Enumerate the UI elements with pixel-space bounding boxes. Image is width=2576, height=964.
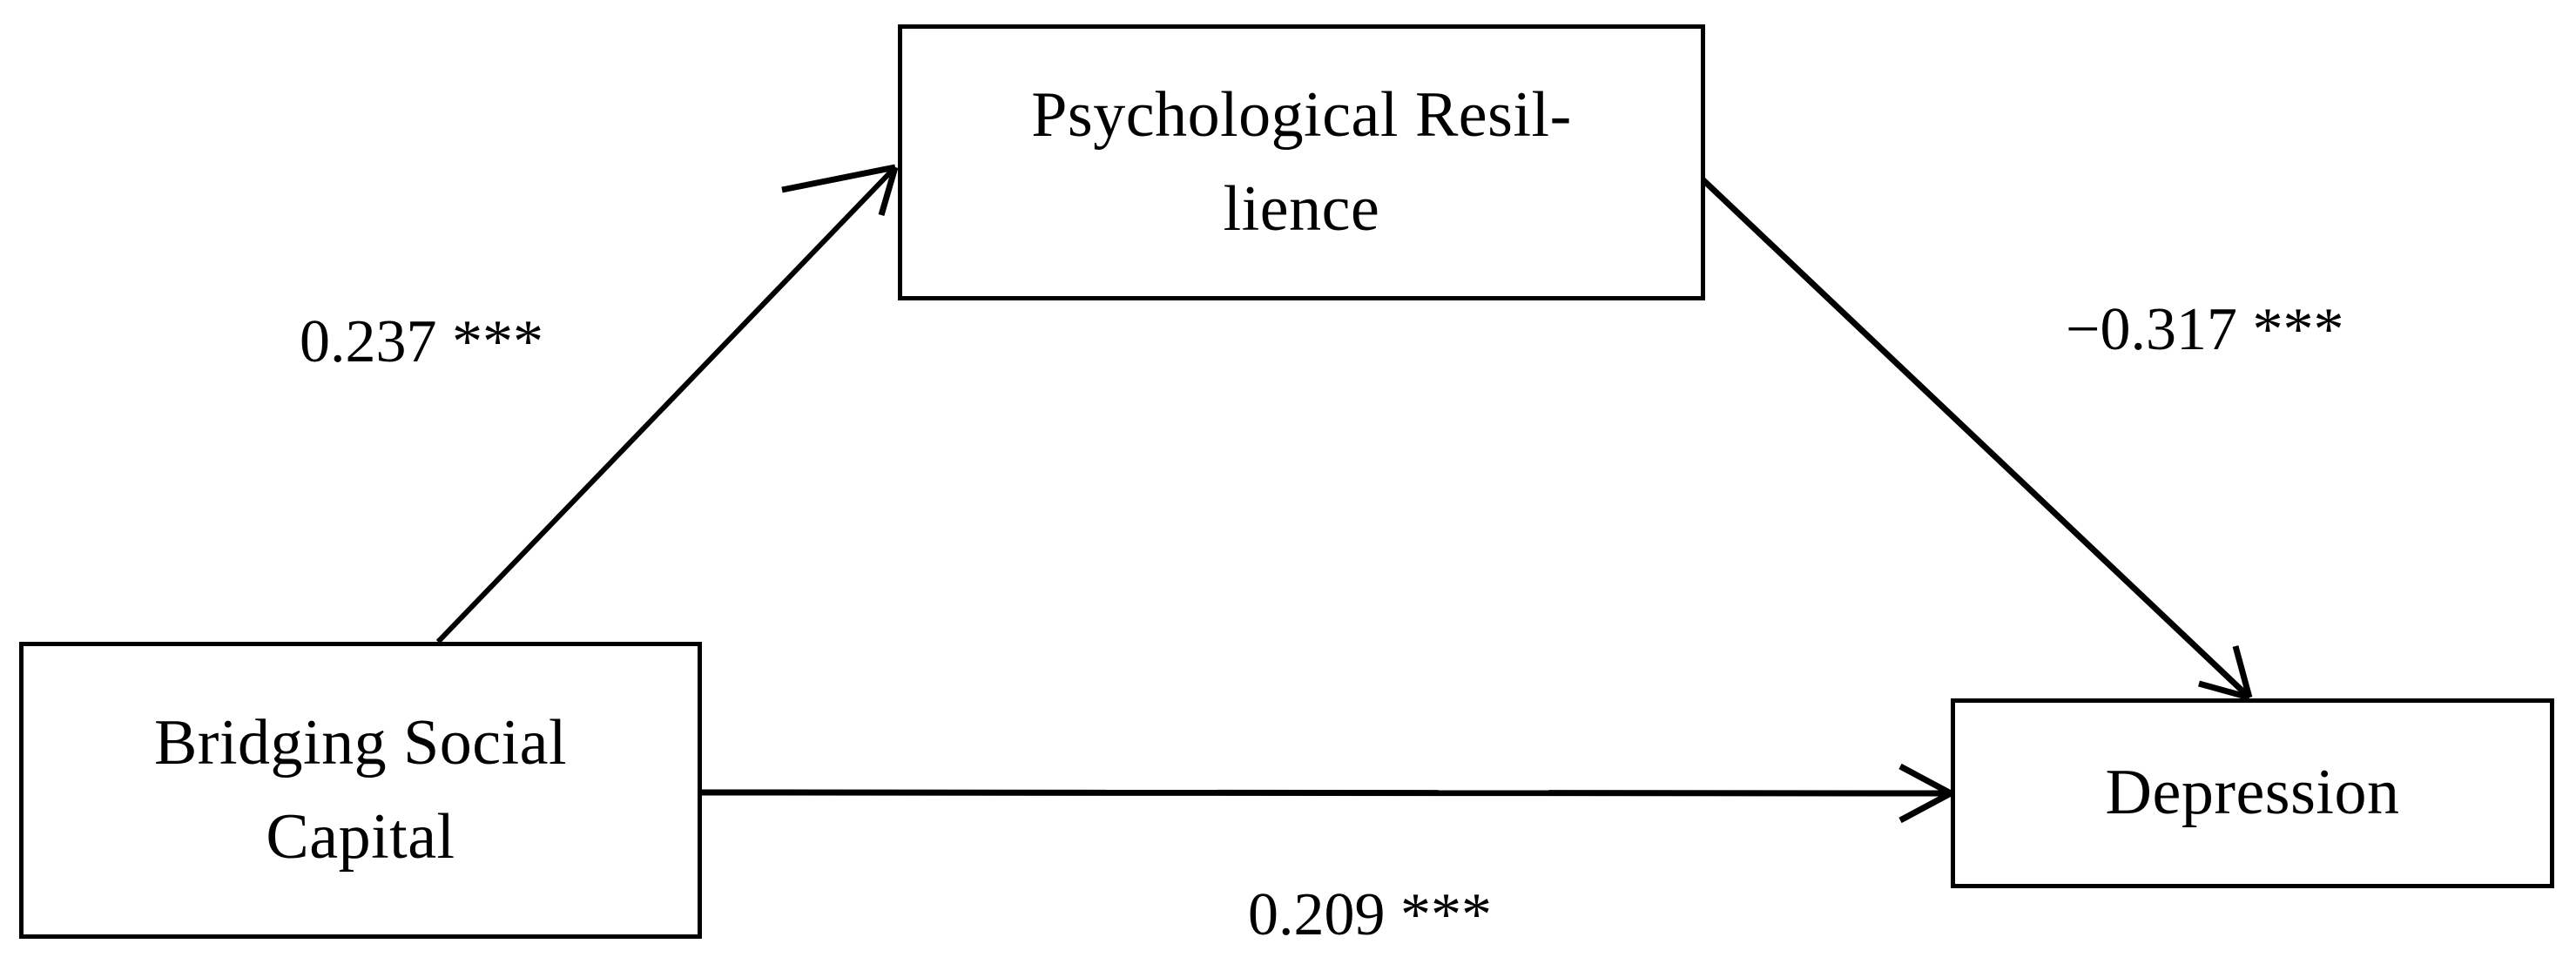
edge-label-c-path: 0.209 *** <box>1248 881 1492 948</box>
edge-b-path <box>1700 177 2253 701</box>
node-psychological-resilience-label: Psychological Resil- lience <box>1031 79 1572 245</box>
node-bridging-social-capital: Bridging Social Capital <box>19 642 702 939</box>
edge-a-path-line <box>435 165 898 644</box>
edge-c-path-arrowhead-lower <box>1898 790 1952 824</box>
node-psychological-resilience: Psychological Resil- lience <box>898 24 1705 300</box>
edge-b-path-line <box>1700 177 2252 700</box>
edge-b-path-arrowhead-left <box>2198 680 2250 701</box>
edge-a-path-arrowhead-lower <box>878 166 899 216</box>
node-depression: Depression <box>1951 698 2554 888</box>
node-bridging-social-capital-label: Bridging Social Capital <box>153 707 568 873</box>
edge-c-path <box>701 763 1952 824</box>
edge-c-path-arrowhead-upper <box>1898 763 1952 797</box>
edge-b-path-arrowhead-right <box>2232 645 2253 698</box>
edge-a-path <box>435 164 899 644</box>
edge-a-path-arrowhead-upper <box>781 164 896 193</box>
edge-label-b-path: −0.317 *** <box>2066 296 2344 363</box>
node-depression-label: Depression <box>2105 757 2400 829</box>
edge-label-a-path: 0.237 *** <box>300 308 543 375</box>
edge-c-path-line <box>701 789 1952 797</box>
